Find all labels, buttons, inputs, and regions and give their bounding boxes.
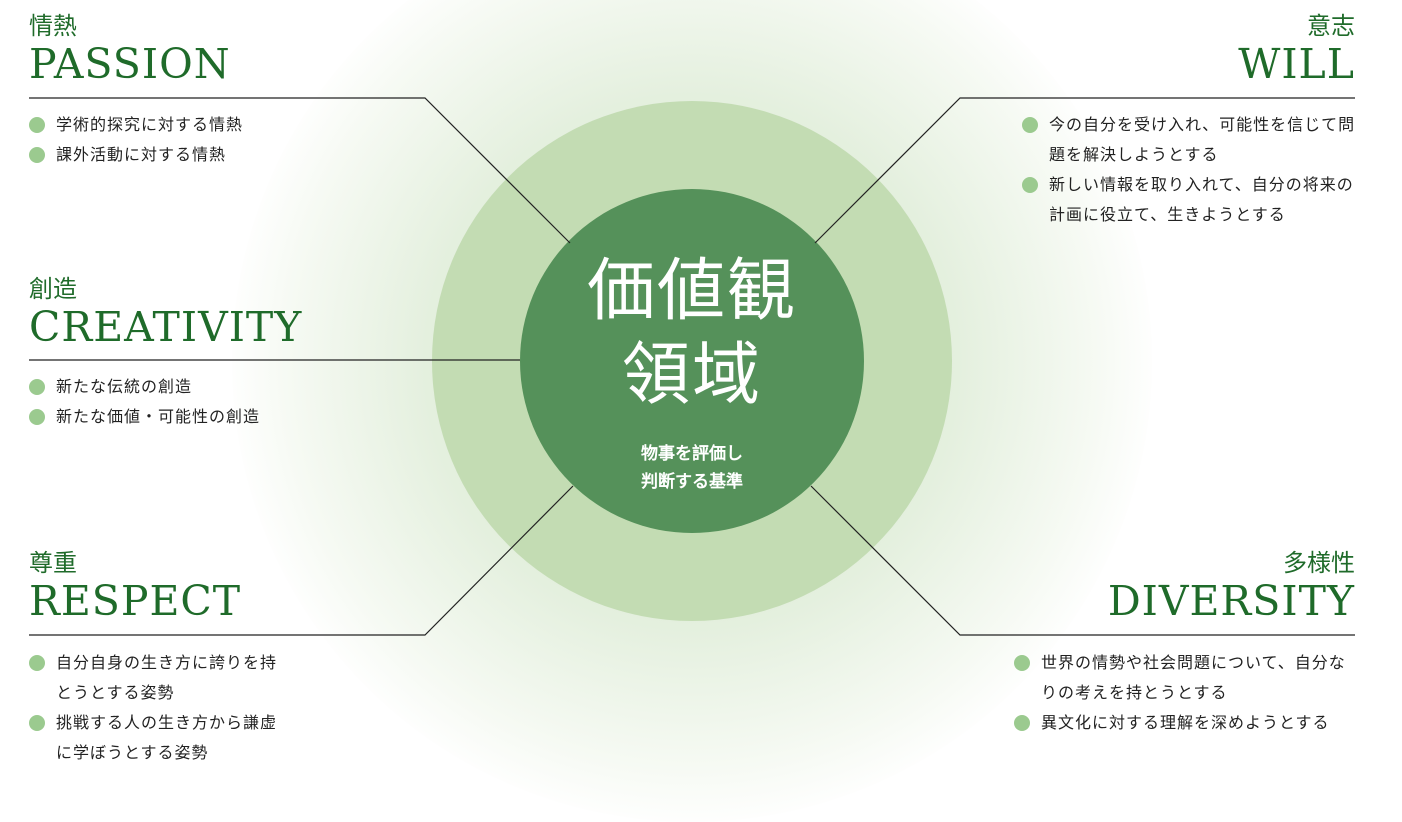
list-item-text: 異文化に対する理解を深めようとする bbox=[1041, 713, 1330, 732]
list-item-text: 学術的探究に対する情熱 bbox=[56, 115, 244, 134]
list-item-text: 挑戦する人の生き方から謙虚に学ぼうとする姿勢 bbox=[56, 713, 278, 762]
respect-jp-title: 尊重 bbox=[29, 549, 77, 577]
creativity-jp-title: 創造 bbox=[29, 275, 77, 303]
list-item-text: 自分自身の生き方に誇りを持とうとする姿勢 bbox=[56, 653, 278, 702]
center-subtitle: 物事を評価し 判断する基準 bbox=[520, 440, 864, 496]
list-item-text: 新たな価値・可能性の創造 bbox=[56, 407, 261, 426]
bullet-dot bbox=[1022, 177, 1038, 193]
center-subtitle-line1: 物事を評価し bbox=[641, 444, 743, 464]
bullet-dot bbox=[29, 147, 45, 163]
list-item: 新しい情報を取り入れて、自分の将来の計画に役立て、生きようとする bbox=[1022, 170, 1358, 230]
diversity-en-title: DIVERSITY bbox=[1107, 577, 1355, 625]
list-item-text: 課外活動に対する情熱 bbox=[56, 145, 227, 164]
passion-heading: 情熱 PASSION bbox=[29, 12, 231, 88]
list-item: 新たな価値・可能性の創造 bbox=[29, 402, 409, 432]
list-item: 異文化に対する理解を深めようとする bbox=[1014, 708, 1358, 738]
will-heading: 意志 WILL bbox=[1055, 12, 1355, 88]
passion-en-title: PASSION bbox=[29, 40, 231, 88]
passion-list: 学術的探究に対する情熱 課外活動に対する情熱 bbox=[29, 110, 409, 170]
center-title-line2: 領域 bbox=[621, 336, 762, 415]
will-jp-title: 意志 bbox=[1307, 12, 1355, 40]
list-item: 学術的探究に対する情熱 bbox=[29, 110, 409, 140]
list-item: 新たな伝統の創造 bbox=[29, 372, 409, 402]
list-item: 世界の情勢や社会問題について、自分なりの考えを持とうとする bbox=[1014, 648, 1358, 708]
bullet-dot bbox=[29, 117, 45, 133]
respect-list: 自分自身の生き方に誇りを持とうとする姿勢 挑戦する人の生き方から謙虚に学ぼうとす… bbox=[29, 648, 289, 768]
will-list: 今の自分を受け入れ、可能性を信じて問題を解決しようとする 新しい情報を取り入れて… bbox=[1022, 110, 1358, 230]
list-item-text: 新しい情報を取り入れて、自分の将来の計画に役立て、生きようとする bbox=[1049, 175, 1354, 224]
creativity-list: 新たな伝統の創造 新たな価値・可能性の創造 bbox=[29, 372, 409, 432]
list-item: 自分自身の生き方に誇りを持とうとする姿勢 bbox=[29, 648, 289, 708]
respect-heading: 尊重 RESPECT bbox=[29, 549, 241, 625]
list-item: 挑戦する人の生き方から謙虚に学ぼうとする姿勢 bbox=[29, 708, 289, 768]
bullet-dot bbox=[1014, 715, 1030, 731]
center-circle bbox=[520, 189, 864, 533]
list-item-text: 今の自分を受け入れ、可能性を信じて問題を解決しようとする bbox=[1049, 115, 1356, 164]
center-title-line1: 価値観 bbox=[586, 252, 797, 331]
bullet-dot bbox=[1014, 655, 1030, 671]
will-en-title: WILL bbox=[1238, 40, 1355, 88]
list-item: 課外活動に対する情熱 bbox=[29, 140, 409, 170]
bullet-dot bbox=[1022, 117, 1038, 133]
center-subtitle-line2: 判断する基準 bbox=[641, 472, 743, 492]
diversity-heading: 多様性 DIVERSITY bbox=[1015, 549, 1355, 625]
bullet-dot bbox=[29, 655, 45, 671]
center-title: 価値観 領域 bbox=[520, 250, 864, 418]
list-item: 今の自分を受け入れ、可能性を信じて問題を解決しようとする bbox=[1022, 110, 1358, 170]
passion-jp-title: 情熱 bbox=[29, 12, 77, 40]
respect-en-title: RESPECT bbox=[29, 577, 242, 625]
bullet-dot bbox=[29, 379, 45, 395]
bullet-dot bbox=[29, 409, 45, 425]
bullet-dot bbox=[29, 715, 45, 731]
list-item-text: 世界の情勢や社会問題について、自分なりの考えを持とうとする bbox=[1041, 653, 1346, 702]
list-item-text: 新たな伝統の創造 bbox=[56, 377, 193, 396]
diversity-list: 世界の情勢や社会問題について、自分なりの考えを持とうとする 異文化に対する理解を… bbox=[1014, 648, 1358, 738]
creativity-heading: 創造 CREATIVITY bbox=[29, 275, 302, 351]
creativity-en-title: CREATIVITY bbox=[29, 303, 303, 351]
diversity-jp-title: 多様性 bbox=[1283, 549, 1355, 577]
